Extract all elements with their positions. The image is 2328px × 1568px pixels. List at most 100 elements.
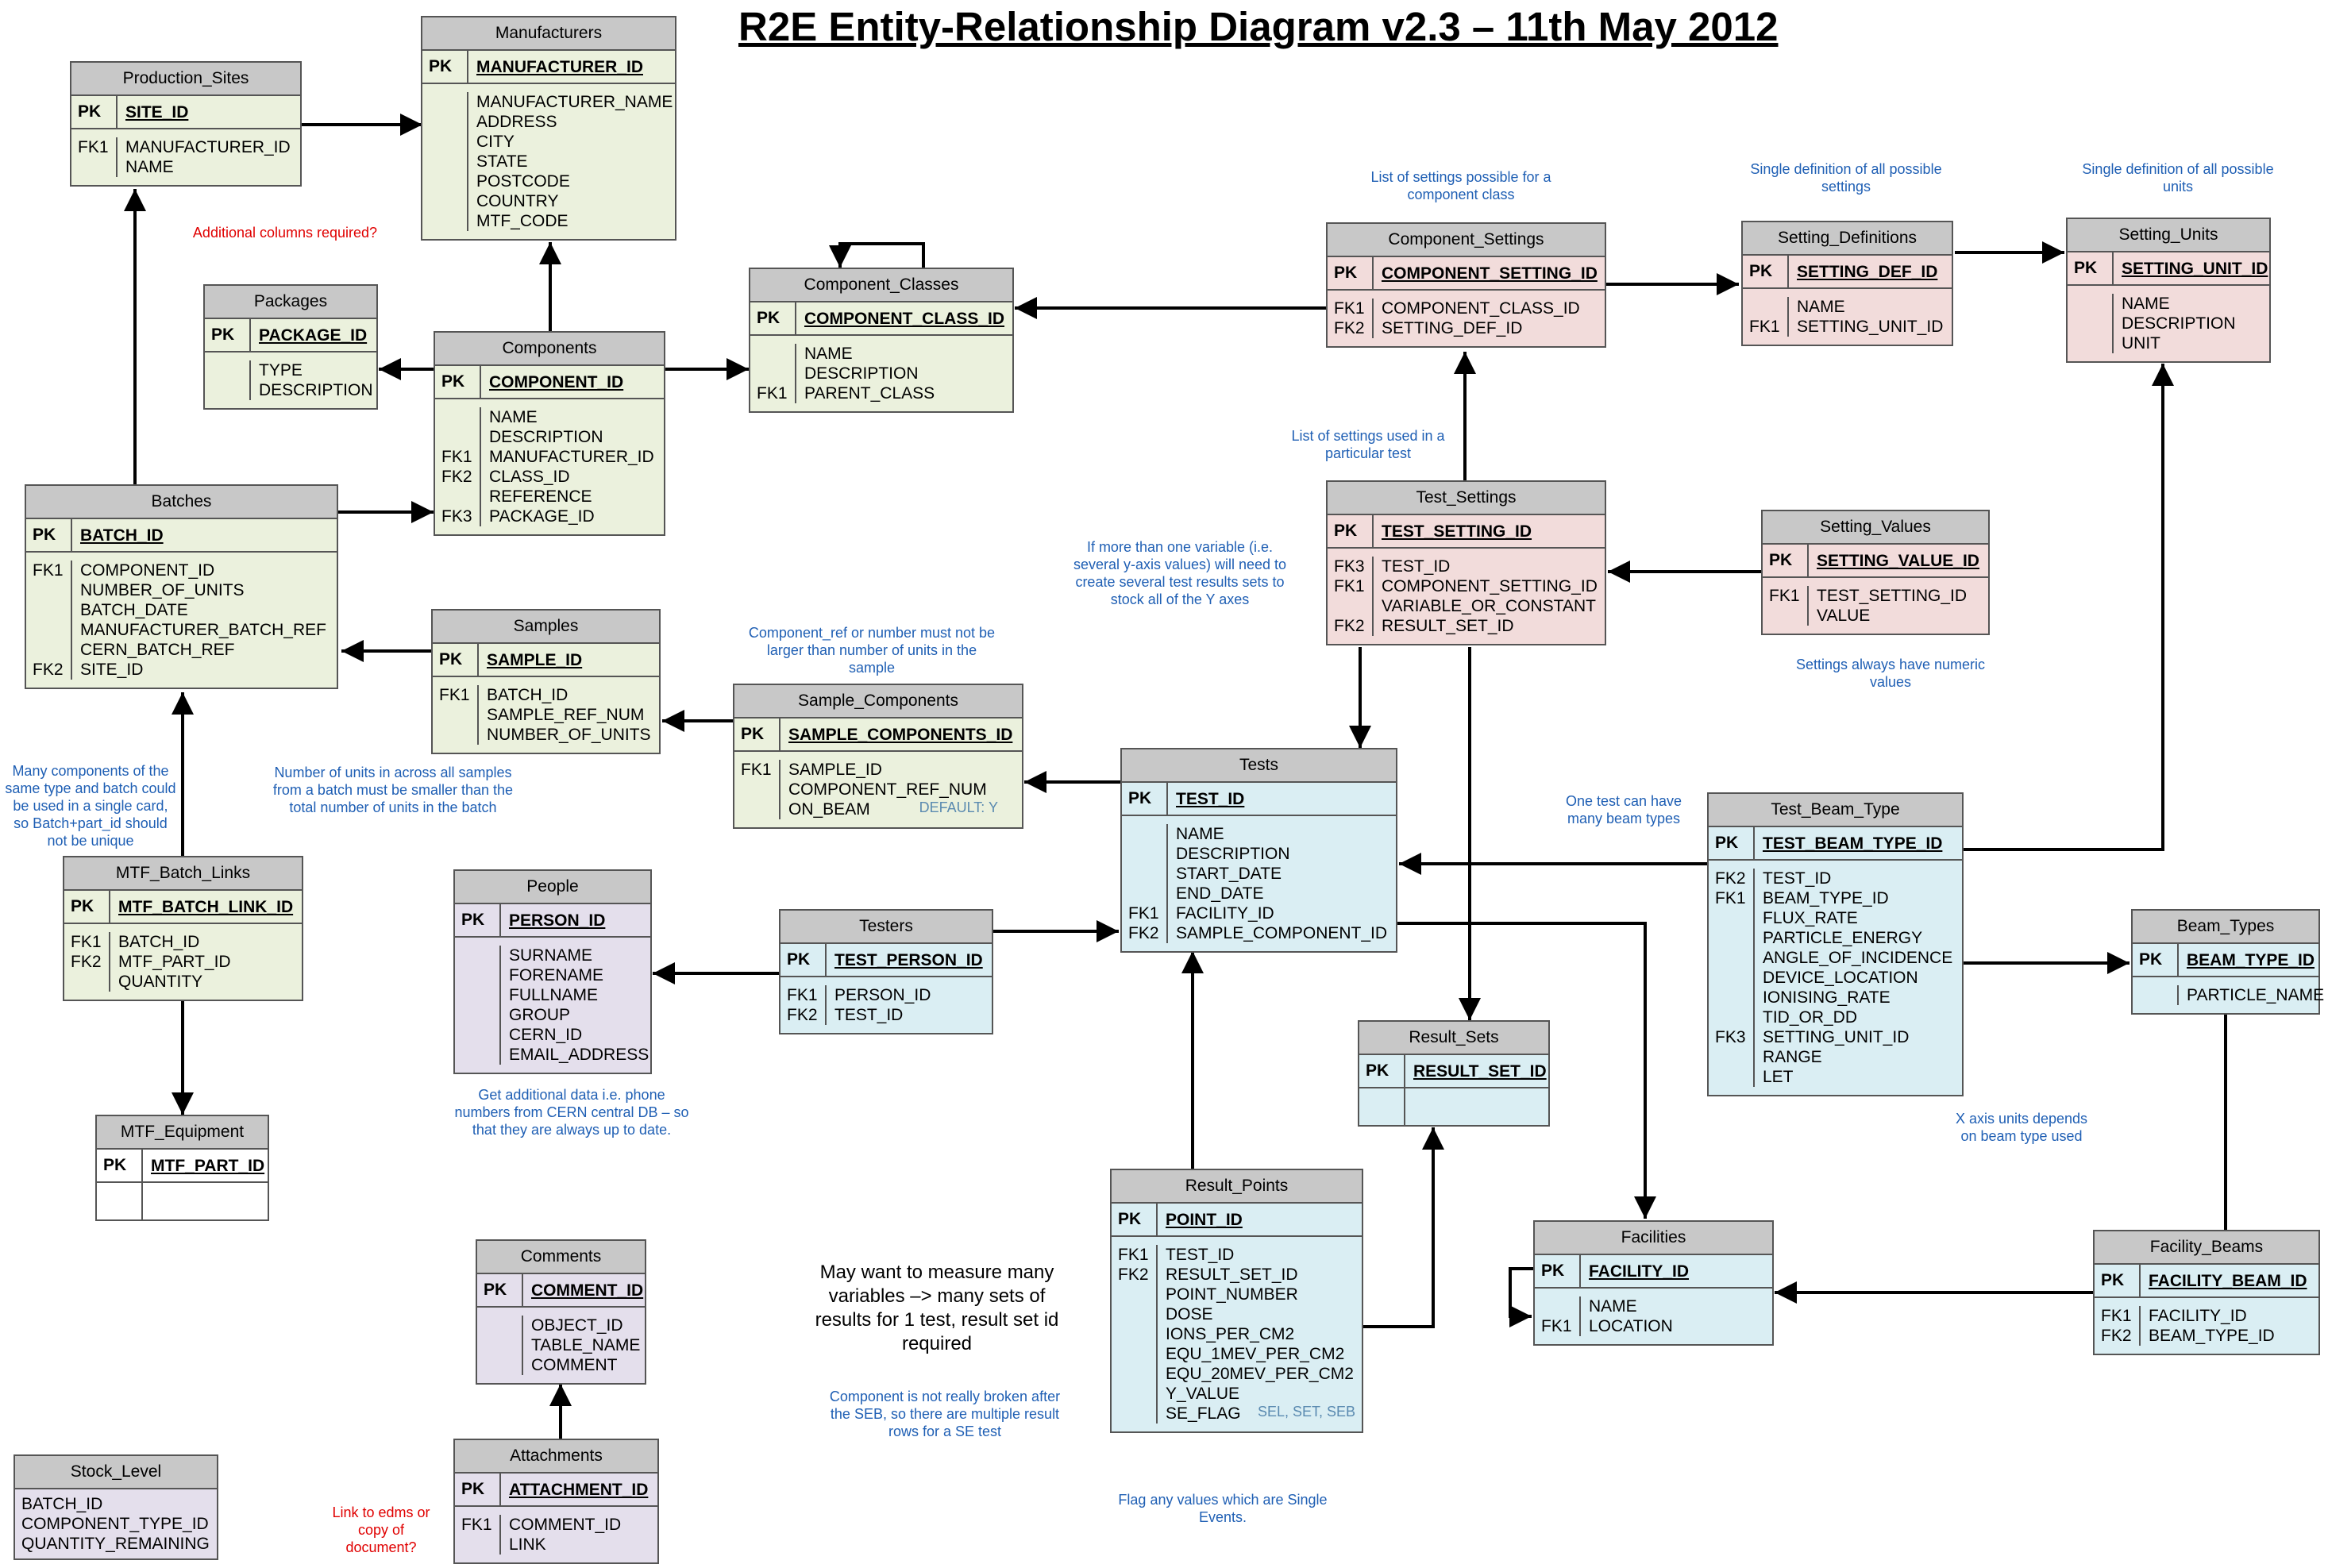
field: FACILITY_ID <box>1176 904 1274 923</box>
field: NAME <box>1797 298 1845 316</box>
field: SITE_ID <box>80 661 144 679</box>
field: LINK <box>509 1535 546 1554</box>
primary-key: PACKAGE_ID <box>259 326 368 345</box>
field: IONS_PER_CM2 <box>1166 1325 1295 1343</box>
field: TEST_ID <box>834 1006 904 1024</box>
entity-title: Setting_Definitions <box>1743 222 1952 256</box>
primary-key: RESULT_SET_ID <box>1413 1061 1547 1081</box>
field: BEAM_TYPE_ID <box>1763 889 1889 907</box>
field: NAME <box>804 345 853 363</box>
field: CITY <box>476 133 515 151</box>
field: COMPONENT_REF_NUM <box>788 780 987 799</box>
primary-key: TEST_BEAM_TYPE_ID <box>1763 834 1943 853</box>
entity-title: Test_Settings <box>1328 482 1605 515</box>
field: SE_FLAG <box>1166 1404 1241 1423</box>
rel-tests-facilities <box>1397 922 1656 1219</box>
field: PARENT_CLASS <box>804 384 935 403</box>
note-x-axis-units: X axis units depends on beam type used <box>1955 1111 2088 1144</box>
note-additional-data: Get additional data i.e. phone numbers f… <box>454 1087 689 1138</box>
field: VARIABLE_OR_CONSTANT <box>1382 597 1596 615</box>
field: TEST_SETTING_ID <box>1817 587 1968 605</box>
entity-title: People <box>455 871 650 904</box>
primary-key: SETTING_VALUE_ID <box>1817 551 1979 570</box>
field: PARTICLE_NAME <box>2187 986 2325 1004</box>
entity-title: Facility_Beams <box>2095 1231 2318 1265</box>
note-component-not-broken: Component is not really broken after the… <box>829 1389 1061 1439</box>
entity-title: Component_Classes <box>750 269 1012 302</box>
primary-key: SETTING_UNIT_ID <box>2122 259 2268 278</box>
field: TYPE <box>259 361 303 379</box>
note-additional-columns: Additional columns required? <box>192 225 378 241</box>
field: DESCRIPTION <box>489 428 603 446</box>
primary-key: COMPONENT_CLASS_ID <box>804 309 1005 328</box>
field: TEST_ID <box>1166 1246 1235 1264</box>
field: SAMPLE_REF_NUM <box>487 706 645 724</box>
primary-key: FACILITY_BEAM_ID <box>2149 1271 2307 1290</box>
field: BEAM_TYPE_ID <box>2149 1327 2275 1345</box>
entity-title: Result_Sets <box>1359 1022 1548 1055</box>
field: BATCH_ID <box>21 1495 103 1513</box>
primary-key: SAMPLE_ID <box>487 650 583 669</box>
note-list-settings-test: List of settings used in a particular te… <box>1291 428 1445 461</box>
field: COUNTRY <box>476 192 559 210</box>
primary-key: SAMPLE_COMPONENTS_ID <box>788 725 1013 744</box>
field: ADDRESS <box>476 113 557 131</box>
entity-title: Sample_Components <box>734 685 1022 719</box>
field: SAMPLE_COMPONENT_ID <box>1176 924 1388 942</box>
primary-key: COMMENT_ID <box>531 1281 644 1300</box>
field: ON_BEAM <box>788 800 870 819</box>
field: DESCRIPTION <box>1176 845 1290 863</box>
field: DESCRIPTION <box>259 381 373 399</box>
entity-title: Comments <box>477 1241 645 1274</box>
field: NAME <box>125 158 174 176</box>
entity-title: Setting_Units <box>2068 219 2269 252</box>
field: MANUFACTURER_BATCH_REF <box>80 621 326 639</box>
flag-values-label: SEL, SET, SEB <box>1257 1404 1355 1420</box>
field: COMPONENT_CLASS_ID <box>1382 299 1580 318</box>
field: EMAIL_ADDRESS <box>509 1046 649 1064</box>
field: CERN_ID <box>509 1026 583 1044</box>
note-list-settings-class: List of settings possible for a componen… <box>1370 169 1551 202</box>
field: FACILITY_ID <box>2149 1307 2247 1325</box>
field: VALUE <box>1817 607 1871 625</box>
entity-title: Facilities <box>1535 1222 1772 1255</box>
primary-key: PERSON_ID <box>509 911 606 930</box>
primary-key: MANUFACTURER_ID <box>476 57 643 76</box>
field: PACKAGE_ID <box>489 507 595 526</box>
field: COMMENT <box>531 1356 618 1374</box>
field: SAMPLE_ID <box>788 761 882 779</box>
entity-title: Setting_Values <box>1763 511 1988 545</box>
field: COMPONENT_SETTING_ID <box>1382 577 1598 595</box>
entity-title: Component_Settings <box>1328 224 1605 257</box>
field: SURNAME <box>509 946 593 965</box>
entity-title: Packages <box>205 286 376 319</box>
field: PERSON_ID <box>834 986 931 1004</box>
default-value-label: DEFAULT: Y <box>919 799 998 815</box>
entity-title: Tests <box>1122 749 1396 783</box>
primary-key: FACILITY_ID <box>1589 1262 1690 1281</box>
page-title: R2E Entity-Relationship Diagram v2.3 – 1… <box>738 4 1779 49</box>
primary-key: MTF_BATCH_LINK_ID <box>118 897 294 916</box>
field: RESULT_SET_ID <box>1166 1266 1298 1284</box>
note-flag-values: Flag any values which are Single Events. <box>1118 1492 1328 1525</box>
field: MANUFACTURER_ID <box>125 138 291 156</box>
entity-title: Components <box>435 333 664 366</box>
rel-beamtype-units <box>1964 364 2174 851</box>
field: DESCRIPTION <box>804 364 919 383</box>
rel-classes-self <box>829 242 925 268</box>
field: LET <box>1763 1068 1794 1086</box>
field: MTF_PART_ID <box>118 953 231 971</box>
field: MANUFACTURER_ID <box>489 448 654 466</box>
field: NAME <box>489 408 538 426</box>
